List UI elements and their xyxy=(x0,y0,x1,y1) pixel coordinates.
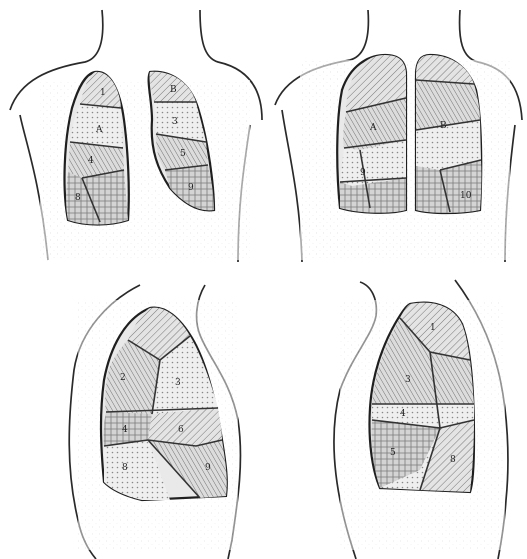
left-lateral-label-5: 5 xyxy=(390,448,396,458)
left-lateral-label-3: 3 xyxy=(405,375,411,385)
right-lateral-label-2: 2 xyxy=(120,373,126,383)
anterior-label-5: 5 xyxy=(180,149,186,159)
left-lateral-label-1: 1 xyxy=(430,323,436,333)
anterior-label-8: 8 xyxy=(75,193,81,203)
anterior-label-3: 3 xyxy=(172,117,178,127)
right-lateral-segment-6 xyxy=(148,408,222,446)
anterior-label-b: B xyxy=(170,85,177,95)
posterior-label-10: 10 xyxy=(460,191,472,201)
anterior-label-4: 4 xyxy=(88,156,94,166)
left-lateral-view-panel: 1 3 4 5 8 xyxy=(334,280,508,559)
right-lateral-label-6: 6 xyxy=(178,425,184,435)
left-lateral-label-4: 4 xyxy=(400,409,406,419)
right-lateral-label-3: 3 xyxy=(175,378,181,388)
posterior-right-segment-1 xyxy=(416,55,474,84)
right-lateral-label-9: 9 xyxy=(205,463,211,473)
anterior-label-a: A xyxy=(95,125,103,135)
anterior-label-1: 1 xyxy=(100,88,106,98)
right-lateral-view-panel: 2 3 4 6 8 9 xyxy=(69,285,240,559)
posterior-label-a: A xyxy=(369,123,377,133)
anterior-label-9: 9 xyxy=(188,183,194,193)
right-lateral-label-4: 4 xyxy=(122,425,128,435)
left-lateral-label-8: 8 xyxy=(450,455,456,465)
right-lateral-label-8: 8 xyxy=(122,463,128,473)
anterior-view-panel: 1 A 4 8 B 3 5 9 xyxy=(10,10,262,262)
posterior-view-panel: A B 9 10 xyxy=(275,10,522,262)
posterior-label-b: B xyxy=(440,121,447,131)
posterior-label-9: 9 xyxy=(360,168,366,178)
